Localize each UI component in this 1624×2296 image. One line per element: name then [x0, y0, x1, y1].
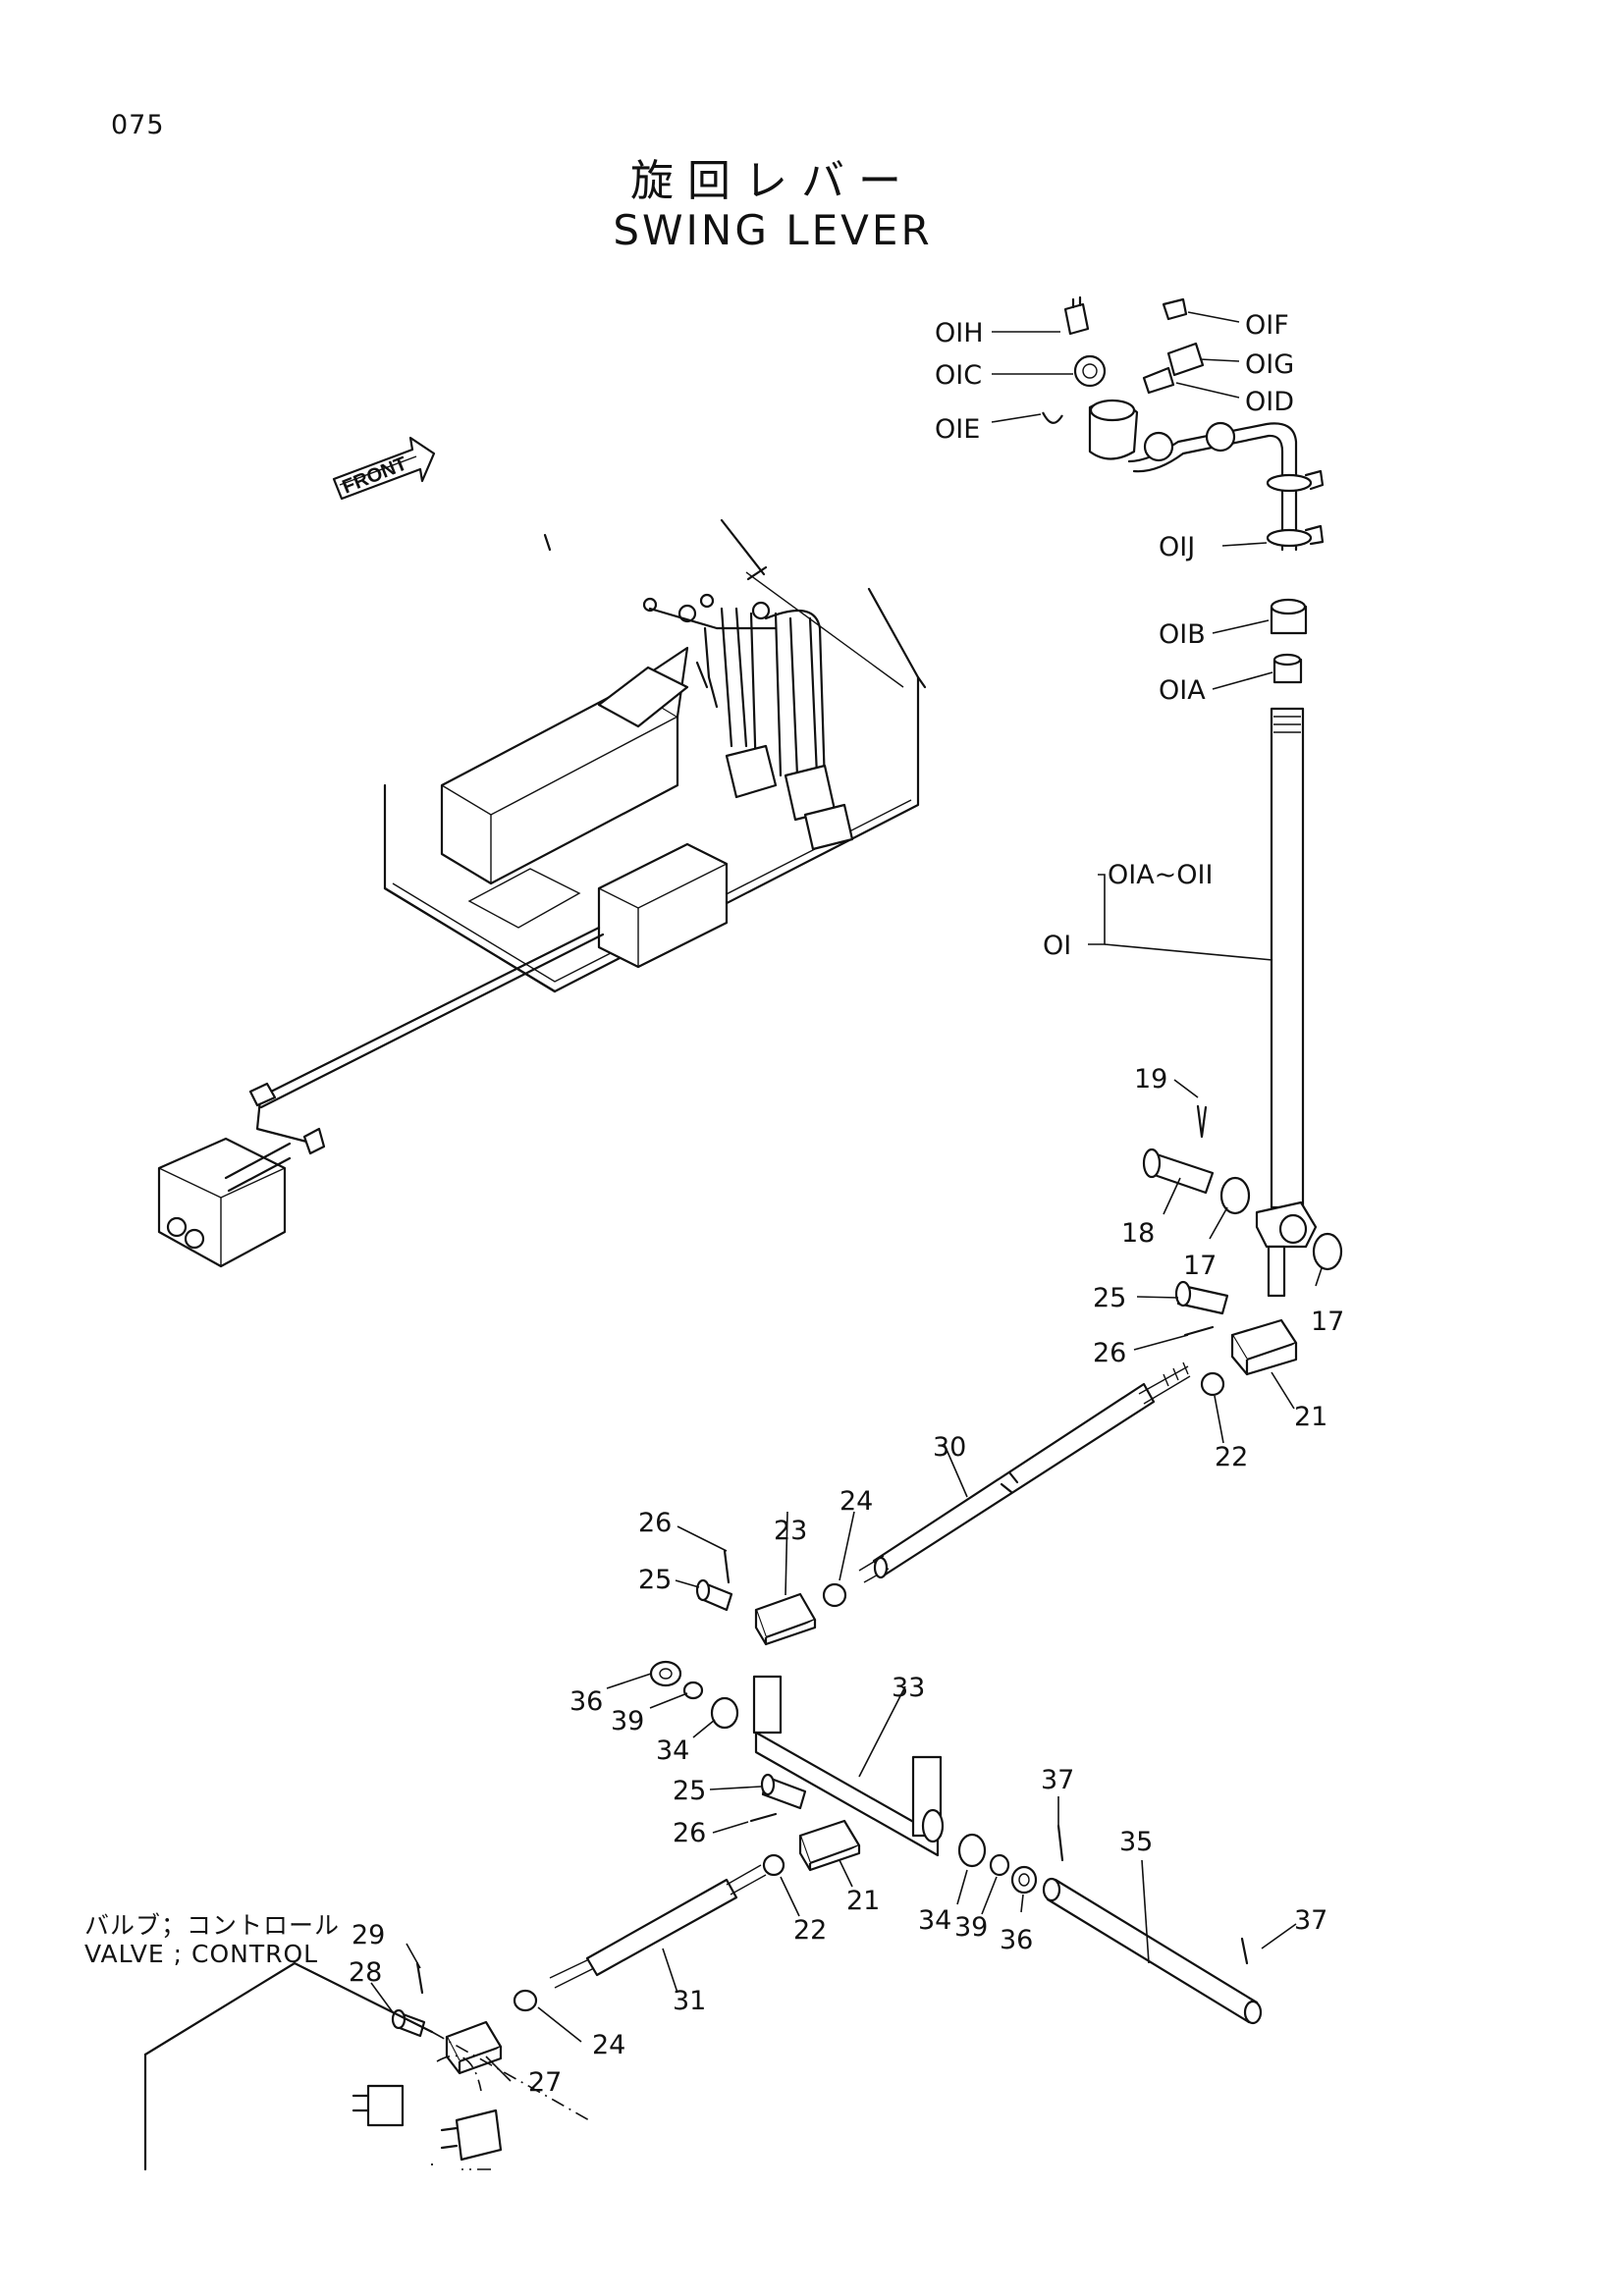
- callout-29: 29: [352, 1920, 385, 1950]
- callout-37b: 37: [1294, 1905, 1327, 1936]
- callout-01J: OIJ: [1159, 532, 1195, 562]
- callout-01: OI: [1043, 931, 1071, 961]
- washers-left: [649, 1660, 739, 1730]
- callout-34a: 34: [656, 1735, 689, 1766]
- callout-36a: 36: [569, 1686, 603, 1717]
- callout-22b: 22: [793, 1915, 827, 1946]
- callout-01A: OIA: [1159, 675, 1206, 706]
- callout-19: 19: [1134, 1064, 1167, 1095]
- callout-01F: OIF: [1245, 310, 1289, 341]
- front-label: FRONT: [340, 453, 410, 498]
- callout-01D: OID: [1245, 387, 1294, 417]
- front-arrow-icon: FRONT: [332, 436, 436, 501]
- callout-25b: 25: [638, 1565, 672, 1595]
- valve-label-japanese: バルブ；コントロール: [84, 1911, 341, 1940]
- washers-right: [957, 1833, 1038, 1895]
- callout-01E: OIE: [935, 414, 980, 445]
- rod-31: [549, 1864, 767, 1989]
- clevis-23: [695, 1549, 847, 1646]
- clevis-21-upper: [1174, 1280, 1298, 1397]
- callout-22a: 22: [1215, 1442, 1248, 1472]
- bell-crank-33: [752, 1675, 945, 1857]
- page-number: 075: [111, 110, 165, 140]
- cab-overview-drawing: [157, 518, 927, 1268]
- part-callouts: OIH OIF OIC OIG OID OIE OIJ OIB OIA OIA~…: [349, 310, 1344, 2098]
- callout-23: 23: [774, 1516, 807, 1546]
- clevis-27: [391, 1961, 538, 2075]
- leader-lines: [370, 311, 1323, 2082]
- callout-30: 30: [933, 1432, 966, 1463]
- pivot-pin-18: [1142, 1104, 1343, 1271]
- lever-01-assembly: [1042, 295, 1325, 1298]
- callout-01G: OIG: [1245, 349, 1294, 380]
- callout-37a: 37: [1041, 1765, 1074, 1795]
- callout-26c: 26: [673, 1818, 706, 1848]
- callout-17a: 17: [1183, 1251, 1217, 1281]
- callout-01H: OIH: [935, 318, 984, 348]
- callout-01C: OIC: [935, 360, 982, 391]
- callout-18: 18: [1121, 1218, 1155, 1249]
- callout-01B: OIB: [1159, 619, 1206, 650]
- callout-35: 35: [1119, 1827, 1153, 1857]
- callout-26a: 26: [1093, 1338, 1126, 1368]
- callout-31: 31: [673, 1986, 706, 2016]
- callout-25a: 25: [1093, 1283, 1126, 1313]
- clevis-21-lower: [749, 1773, 861, 1877]
- title-english: SWING LEVER: [613, 206, 933, 254]
- shaft-35: [1042, 1824, 1263, 2025]
- callout-01-range: OIA~OII: [1108, 860, 1214, 890]
- callout-36b: 36: [1000, 1925, 1033, 1955]
- callout-21a: 21: [1294, 1402, 1327, 1432]
- rod-30: [858, 1362, 1191, 1583]
- callout-24b: 24: [592, 2030, 625, 2060]
- title-japanese: 旋回レバー: [630, 156, 915, 206]
- callout-39a: 39: [611, 1706, 644, 1736]
- callout-21b: 21: [846, 1886, 880, 1916]
- callout-34b: 34: [918, 1905, 951, 1936]
- callout-25c: 25: [673, 1776, 706, 1806]
- control-valve-box: [143, 1961, 590, 2171]
- callout-39b: 39: [954, 1912, 988, 1943]
- callout-27: 27: [528, 2067, 562, 2098]
- callout-24a: 24: [839, 1486, 873, 1517]
- callout-26b: 26: [638, 1508, 672, 1538]
- callout-17b: 17: [1311, 1307, 1344, 1337]
- callout-33: 33: [892, 1673, 925, 1703]
- valve-label-english: VALVE ; CONTROL: [84, 1940, 319, 1968]
- callout-28: 28: [349, 1957, 382, 1988]
